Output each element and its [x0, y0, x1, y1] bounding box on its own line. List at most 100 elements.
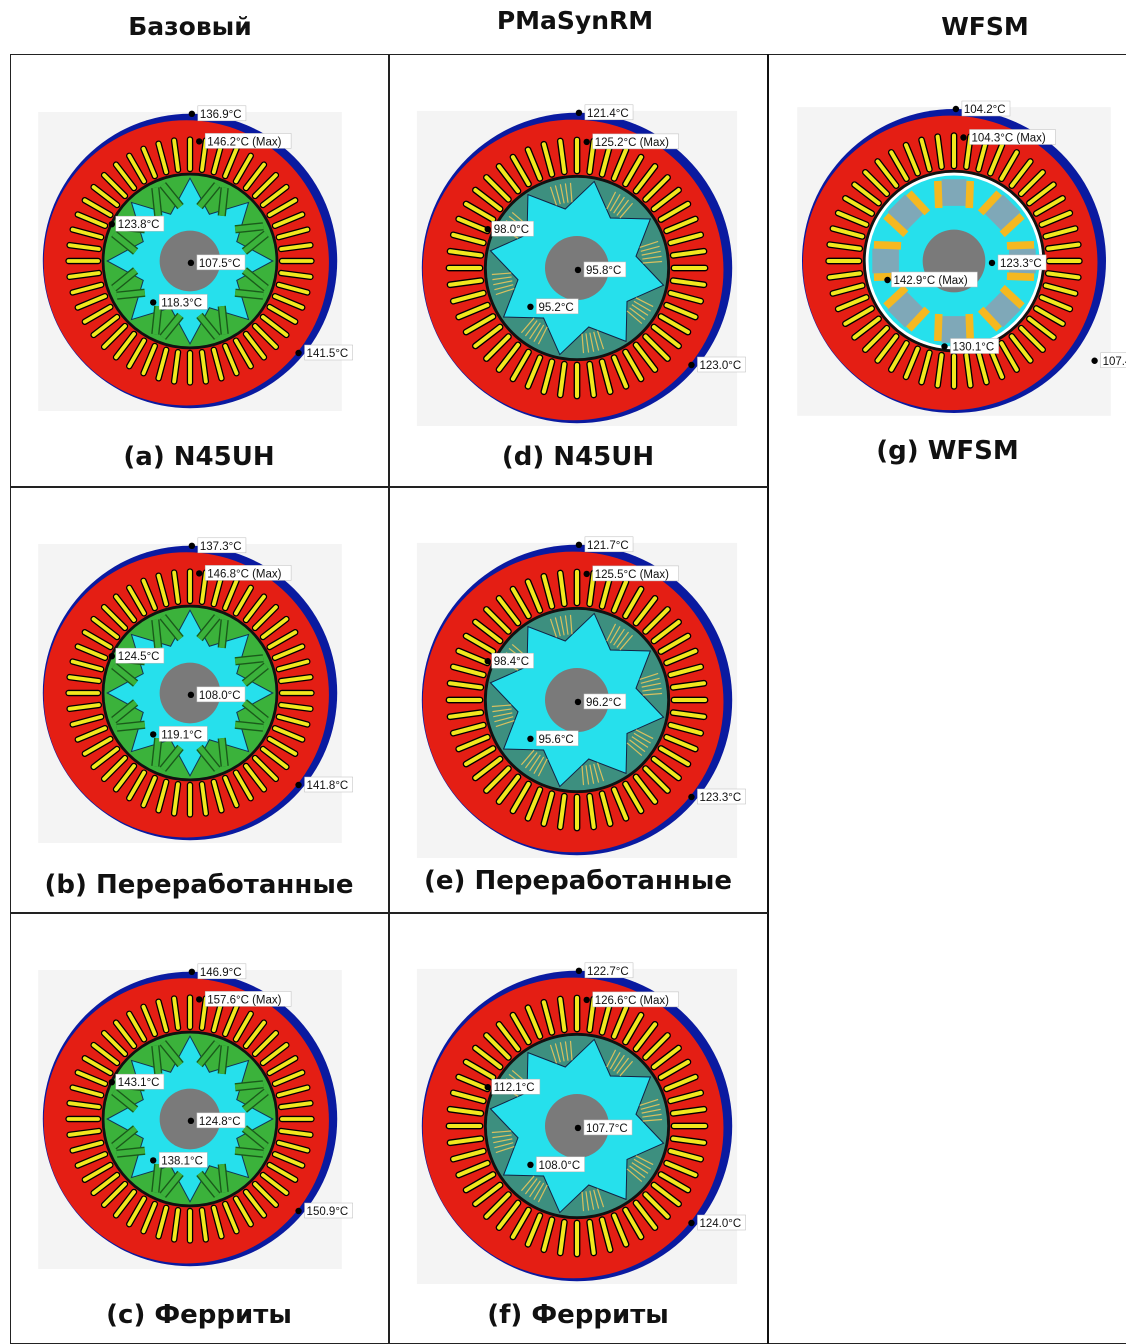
winding-slot: [658, 1172, 690, 1193]
winding-slot: [223, 146, 239, 178]
winding-slot: [448, 710, 483, 719]
temperature-label-housing: 121.7°C: [587, 540, 629, 552]
winding-slot: [510, 587, 531, 619]
winding-slot: [600, 359, 613, 394]
winding-slot: [988, 143, 1004, 176]
flux-barrier: [564, 183, 569, 203]
winding-slot: [484, 175, 511, 202]
probe-dot: [295, 781, 302, 789]
winding-slot: [456, 303, 490, 320]
winding-slot: [82, 1056, 113, 1075]
probe-dot: [583, 570, 590, 578]
winding-slot: [497, 164, 520, 194]
field-coil: [873, 240, 902, 250]
magnet: [112, 268, 138, 291]
winding-slot: [75, 644, 107, 660]
temperature-label-housing: 136.9°C: [200, 109, 242, 121]
winding-slot: [244, 594, 266, 622]
column-header-baseline: Базовый: [128, 12, 252, 41]
winding-slot: [234, 585, 253, 616]
magnet: [242, 1089, 268, 1112]
winding-slot: [473, 757, 503, 780]
flux-barrier: [554, 1043, 561, 1063]
temperature-label-shaft: 96.2°C: [586, 697, 621, 709]
field-pole: [887, 291, 924, 328]
winding-slot: [70, 227, 104, 240]
winding-slot: [211, 347, 224, 381]
flux-barrier: [619, 634, 634, 651]
flux-barrier: [629, 739, 646, 753]
winding-slot: [634, 342, 657, 372]
winding-slot: [156, 347, 169, 381]
probe-dot: [196, 996, 203, 1003]
magnet: [112, 663, 138, 686]
winding-slot: [541, 791, 554, 826]
flux-barrier: [613, 628, 625, 646]
probe-dot: [187, 691, 195, 699]
flux-barrier: [640, 1103, 660, 1110]
magnet: [197, 183, 220, 209]
winding-slot: [464, 1059, 496, 1080]
winding-slot: [889, 341, 909, 372]
winding-slot: [484, 334, 511, 361]
flux-barrier: [589, 764, 595, 784]
label-box: [204, 991, 292, 1007]
winding-slot: [935, 353, 944, 388]
winding-slot: [75, 1152, 107, 1168]
winding-slot: [651, 1046, 681, 1069]
winding-slot: [558, 362, 567, 397]
winding-slot: [623, 1013, 644, 1045]
magnet: [160, 1171, 183, 1197]
winding-slot: [172, 138, 180, 172]
winding-slot: [75, 212, 107, 228]
winding-slot: [75, 294, 107, 310]
winding-slot: [114, 1020, 136, 1048]
magnet: [112, 1126, 138, 1149]
winding-slot: [464, 633, 496, 654]
winding-slot: [70, 659, 104, 672]
flux-barrier: [633, 1158, 651, 1170]
winding-slot: [664, 303, 698, 320]
flux-barrier: [492, 708, 512, 713]
flux-barrier: [564, 1041, 569, 1061]
temperature-label-stator-outer: 107.4°C: [1103, 356, 1126, 368]
winding-slot: [141, 776, 157, 808]
winding-slot: [223, 1004, 239, 1036]
winding-slot: [67, 271, 101, 279]
field-coil: [999, 213, 1025, 238]
field-coil: [999, 284, 1025, 309]
field-coil: [965, 313, 975, 342]
winding-slot: [634, 1022, 657, 1052]
winding-slot: [497, 1200, 520, 1230]
temperature-label-stator-max: 125.2°C (Max): [595, 137, 669, 149]
flux-barrier: [491, 272, 512, 276]
winding-slot: [91, 315, 119, 337]
label-box: [891, 271, 978, 288]
magnet: [242, 268, 268, 291]
label-box: [304, 776, 353, 793]
flux-barrier: [631, 1162, 649, 1174]
winding-slot: [1034, 196, 1065, 216]
winding-slot: [1043, 283, 1078, 296]
winding-slot: [91, 1043, 119, 1065]
flux-barrier: [593, 1189, 600, 1209]
label-box: [969, 129, 1056, 145]
probe-dot: [108, 653, 116, 660]
label-box: [196, 1112, 246, 1129]
flux-barrier: [642, 692, 663, 696]
winding-slot: [664, 216, 698, 233]
winding-slot: [558, 139, 567, 174]
label-box: [197, 105, 247, 122]
winding-slot: [102, 1031, 127, 1056]
flux-barrier: [642, 687, 662, 692]
flux-barrier: [635, 1155, 654, 1166]
winding-slot: [276, 282, 310, 295]
winding-slot: [276, 1085, 310, 1098]
winding-slot: [273, 294, 305, 310]
winding-slot: [587, 362, 596, 397]
magnet: [234, 721, 264, 731]
